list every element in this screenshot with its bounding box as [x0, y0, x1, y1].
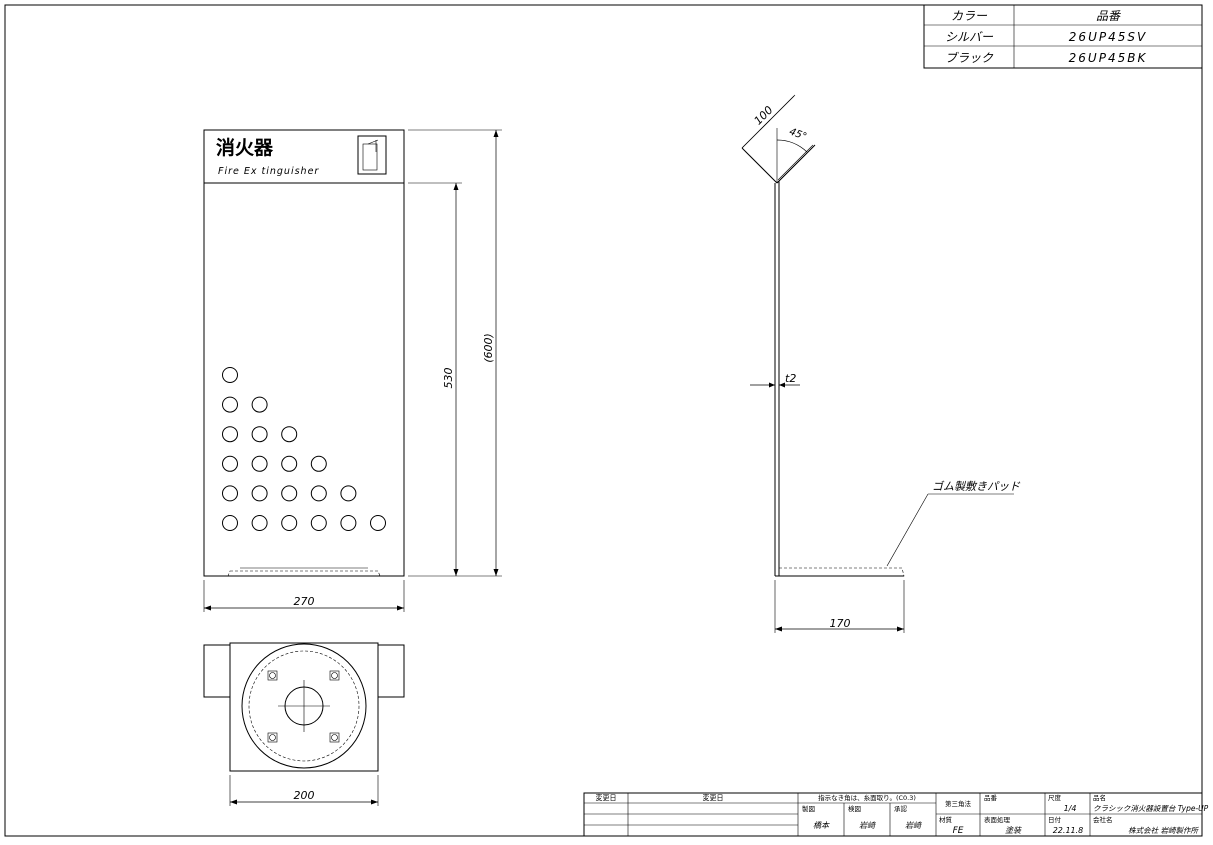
tb-surface: 塗装 [1005, 826, 1022, 835]
vent-hole [251, 515, 268, 531]
vent-hole [310, 515, 327, 531]
side-pad [778, 567, 905, 577]
tb-drawn-by: 橋本 [813, 821, 830, 830]
color-silver: シルバー [945, 30, 994, 44]
vent-hole [251, 455, 268, 472]
plan-view: 200 [203, 642, 405, 806]
vent-hole [340, 515, 357, 531]
dim-270: 270 [294, 595, 315, 608]
dim-200: 200 [294, 789, 315, 802]
vent-hole [251, 485, 268, 502]
tb-drawn-label: 製図 [802, 804, 815, 813]
vent-hole [310, 455, 327, 472]
vent-hole [310, 485, 327, 502]
sign-subtitle: Fire Ex tinguisher [218, 166, 319, 177]
tb-approved-label: 承認 [894, 804, 908, 813]
tb-company-label: 会社名 [1093, 815, 1113, 824]
vent-hole [251, 426, 268, 443]
tb-scale: 1/4 [1064, 804, 1077, 813]
tb-product-label: 品名 [1093, 793, 1106, 802]
vent-hole [222, 485, 238, 502]
tb-surface-label: 表面処理 [984, 815, 1011, 824]
tb-material-label: 材質 [939, 815, 953, 824]
dim-t2: t2 [785, 372, 796, 385]
tb-checked-label: 検図 [848, 804, 861, 813]
tb-material: FE [953, 826, 964, 836]
vent-hole [281, 485, 298, 502]
mount-holes [267, 670, 340, 743]
extinguisher-icon [357, 135, 387, 175]
color-table: カラー 品番 シルバー 26UP45SV ブラック 26UP45BK [923, 4, 1203, 69]
vent-hole [281, 426, 298, 443]
vent-hole [222, 455, 238, 472]
tb-date-label: 日付 [1048, 815, 1062, 824]
part-header: 品番 [1096, 9, 1121, 23]
vent-hole [281, 515, 298, 531]
dim-170: 170 [830, 617, 851, 630]
tb-scale-label: 尺度 [1048, 793, 1062, 802]
sign-title: 消火器 [216, 136, 274, 159]
vent-hole [251, 396, 268, 413]
dim-600: (600) [482, 333, 495, 363]
tb-product: クラシック消火器設置台 Type-UP [1093, 804, 1209, 813]
vent-hole [340, 485, 357, 502]
tb-company: 株式会社 岩崎製作所 [1128, 826, 1199, 835]
vent-hole [370, 515, 386, 531]
dim-45: 45° [788, 126, 808, 142]
title-block: 変更日 変更日 指示なき角は、糸面取り。(C0.3) 製図 検図 承認 橋本 岩… [583, 792, 1209, 837]
vent-hole [222, 396, 238, 413]
tb-change-date: 変更日 [596, 793, 617, 802]
color-black: ブラック [945, 51, 994, 65]
tb-checked-by: 岩崎 [859, 821, 876, 830]
sheet-border [4, 4, 1203, 837]
dim-100: 100 [752, 104, 776, 128]
tb-projection: 第三角法 [945, 799, 972, 808]
tb-approved-by: 岩崎 [905, 821, 922, 830]
vent-hole [222, 367, 238, 383]
tb-part-label: 品番 [984, 794, 998, 802]
part-black: 26UP45BK [1069, 51, 1148, 65]
vent-hole-pattern [222, 367, 386, 531]
vent-hole [222, 426, 238, 443]
vent-hole [222, 515, 238, 531]
pad-label: ゴム製敷きパッド [932, 480, 1021, 493]
dim-530: 530 [442, 368, 455, 389]
front-pad [227, 570, 381, 577]
tb-date: 22.11.8 [1053, 826, 1084, 835]
vent-hole [281, 455, 298, 472]
front-view: 消火器 Fire Ex tinguisher 270 530 (600) [203, 129, 502, 612]
part-silver: 26UP45SV [1069, 30, 1147, 44]
tb-change-note: 変更日 [703, 793, 724, 802]
color-header: カラー [951, 9, 988, 23]
side-view: 100 45° t2 ゴム製敷きパッド 170 [741, 94, 1021, 633]
tb-tolerance: 指示なき角は、糸面取り。(C0.3) [818, 793, 916, 802]
